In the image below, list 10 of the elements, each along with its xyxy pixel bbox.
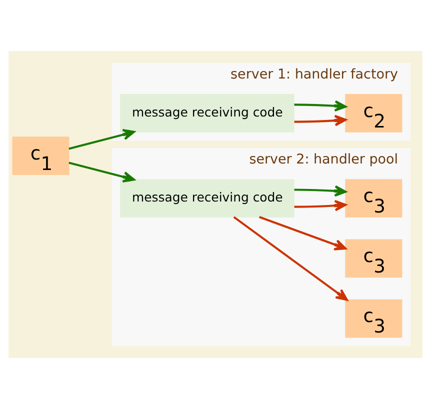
node-box: message receiving code <box>120 94 294 132</box>
arrow <box>294 185 347 197</box>
arrow <box>68 128 135 150</box>
arrow <box>233 216 348 301</box>
node-box: message receiving code <box>120 179 294 218</box>
arrow <box>259 216 346 250</box>
arrow <box>294 100 347 112</box>
arrow <box>294 114 347 126</box>
arrow <box>68 162 135 183</box>
arrow <box>294 200 347 212</box>
